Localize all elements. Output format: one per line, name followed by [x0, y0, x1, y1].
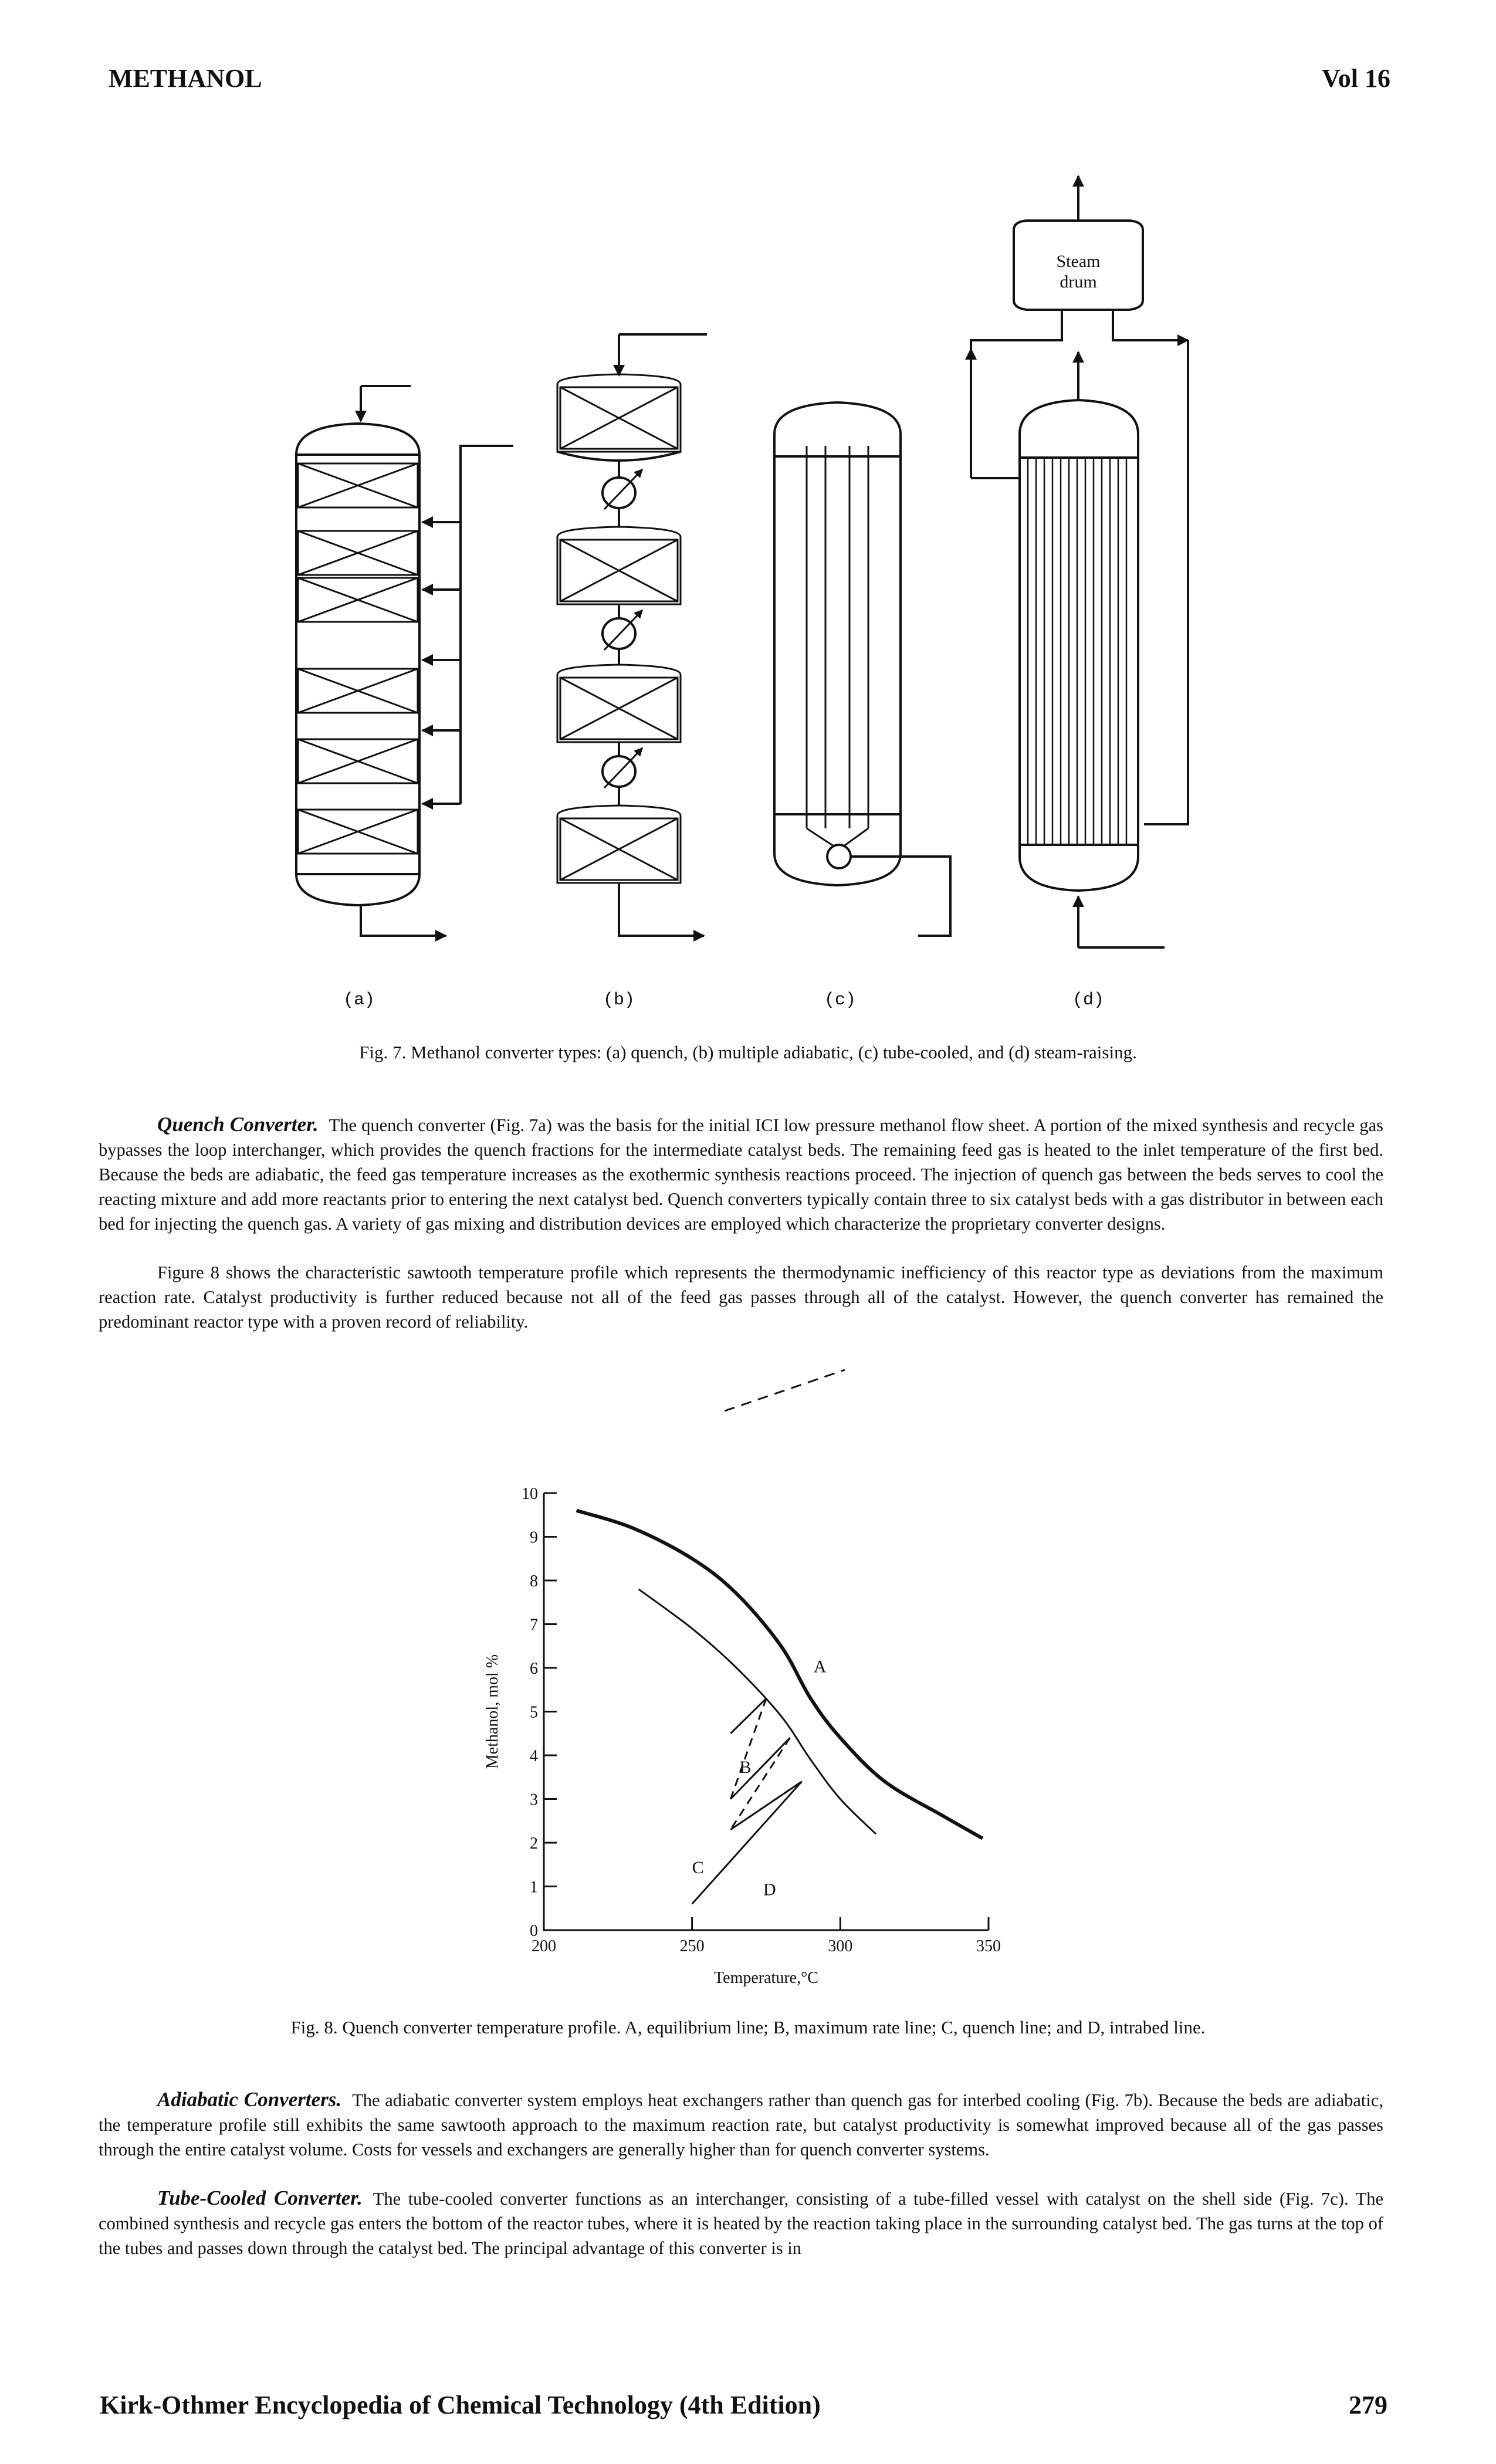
x-tick-label: 350	[976, 1937, 1001, 1955]
figure-8-caption: Fig. 8. Quench converter temperature pro…	[290, 2017, 1206, 2037]
label-d: (d)	[1072, 990, 1104, 1010]
series-d-intrabed-line	[691, 1781, 803, 1905]
series-b-max-rate-line	[638, 1588, 877, 1835]
figure-7-diagram: Steam drum (a) (b) (c) (d)	[295, 175, 1189, 1010]
y-axis-label: Methanol, mol %	[483, 1654, 502, 1769]
adiabatic-converter-train	[556, 333, 707, 942]
y-tick-label: 9	[530, 1529, 538, 1547]
tube-cooled-paragraph: Tube-Cooled Converter.The tube-cooled co…	[99, 2187, 1383, 2258]
running-header-volume: Vol 16	[1322, 64, 1390, 93]
annotation-c: C	[692, 1858, 704, 1877]
quench-paragraph-2: Figure 8 shows the characteristic sawtoo…	[99, 1263, 1383, 1332]
y-tick-label: 7	[530, 1616, 538, 1634]
y-tick-label: 4	[530, 1747, 538, 1765]
y-tick-label: 10	[522, 1485, 538, 1503]
x-axis-label: Temperature,°C	[714, 1969, 818, 1987]
series-c-bed-segment	[730, 1698, 767, 1734]
series-c-quench-dash	[730, 1781, 803, 1830]
steam-drum-label-line1: Steam	[1057, 252, 1101, 271]
label-c: (c)	[824, 990, 856, 1010]
annotation-a: A	[814, 1657, 827, 1676]
y-tick-label: 1	[530, 1879, 538, 1897]
y-tick-label: 3	[530, 1791, 538, 1809]
adiabatic-heading: Adiabatic Converters.	[157, 2088, 342, 2111]
annotation-d: D	[763, 1880, 776, 1899]
y-tick-label: 0	[530, 1922, 538, 1940]
label-a: (a)	[343, 990, 375, 1010]
steam-drum-label-line2: drum	[1060, 272, 1096, 292]
tube-cooled-converter	[773, 401, 952, 937]
series-a-equilibrium-line	[576, 1508, 984, 1840]
figure-7-caption: Fig. 7. Methanol converter types: (a) qu…	[359, 1042, 1137, 1062]
quench-paragraph-1: Quench Converter.The quench converter (F…	[99, 1113, 1383, 1234]
x-tick-label: 200	[532, 1937, 556, 1955]
y-tick-label: 6	[530, 1660, 538, 1678]
footer-encyclopedia-title: Kirk-Othmer Encyclopedia of Chemical Tec…	[100, 2391, 821, 2419]
series-c-quench-dash	[729, 1698, 767, 1800]
stray-dashed-line	[724, 1369, 845, 1412]
x-tick-label: 250	[680, 1937, 705, 1955]
quench-heading: Quench Converter.	[157, 1113, 319, 1136]
annotation-b: B	[740, 1758, 752, 1777]
running-header-title: METHANOL	[109, 64, 262, 93]
series-c-bed-segment	[730, 1737, 791, 1800]
steam-raising-converter	[965, 175, 1189, 949]
tube-cooled-heading: Tube-Cooled Converter.	[157, 2187, 363, 2209]
label-b: (b)	[603, 990, 635, 1010]
series-c-quench-dash	[730, 1737, 791, 1830]
footer-page-number: 279	[1349, 2391, 1387, 2419]
y-tick-label: 8	[530, 1572, 538, 1590]
y-tick-label: 5	[530, 1704, 538, 1722]
x-tick-label: 300	[828, 1937, 852, 1955]
quench-converter-vessel	[295, 385, 513, 942]
y-tick-label: 2	[530, 1835, 538, 1853]
adiabatic-paragraph: Adiabatic Converters.The adiabatic conve…	[99, 2088, 1383, 2160]
chart-axes	[543, 1493, 989, 1931]
